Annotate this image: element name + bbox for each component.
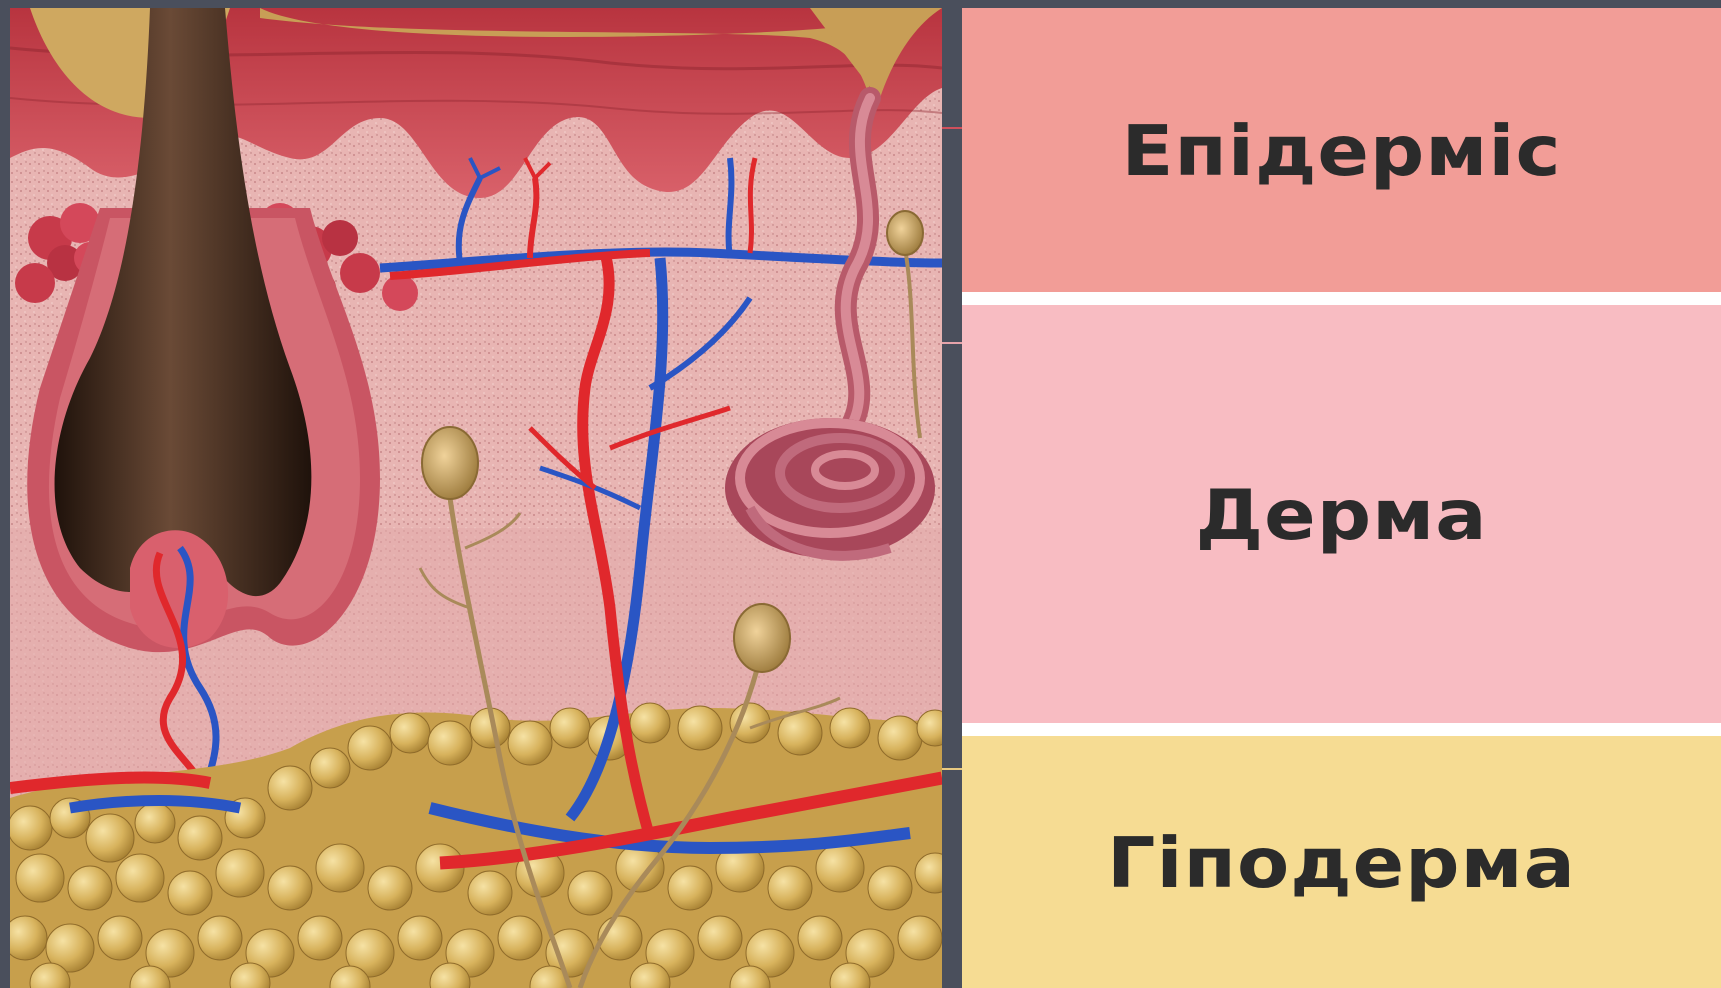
epidermis-leader-line (942, 127, 962, 129)
hypodermis-label: Гіподерма (1107, 821, 1576, 903)
layer-legend: Епідерміс Дерма Гіподерма (962, 8, 1721, 988)
dermis-label: Дерма (1195, 473, 1487, 555)
skin-cross-section-illustration (10, 8, 942, 988)
dermis-block: Дерма (962, 305, 1721, 723)
hypodermis-leader-line (942, 768, 962, 770)
hypodermis-block: Гіподерма (962, 736, 1721, 988)
dermis-leader-line (942, 342, 962, 344)
epidermis-label: Епідерміс (1121, 109, 1561, 191)
epidermis-block: Епідерміс (962, 8, 1721, 292)
